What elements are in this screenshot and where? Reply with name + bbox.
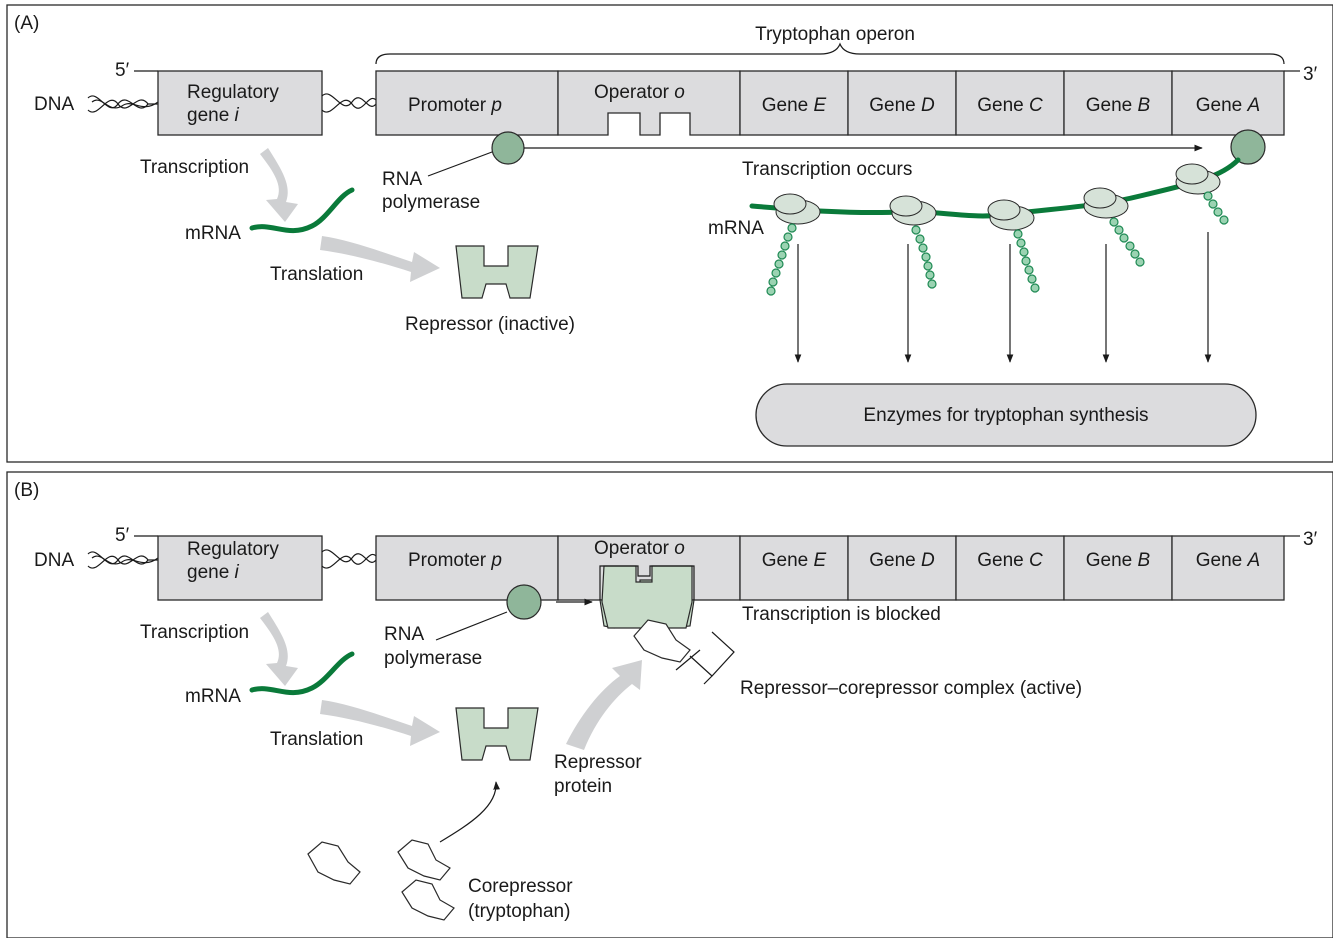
corepressor-label-2: (tryptophan) xyxy=(468,901,570,922)
ribosome-5 xyxy=(1175,163,1229,225)
gene-a-label: Gene A xyxy=(1196,95,1260,116)
complex-label: Repressor–corepressor complex (active) xyxy=(740,678,1082,699)
rna-polymerase-pointer xyxy=(427,151,493,177)
corepressor-2 xyxy=(397,839,451,881)
transcription-occurs-label: Transcription occurs xyxy=(742,159,912,180)
three-prime-label-b: 3′ xyxy=(1303,529,1318,550)
translation-label: Translation xyxy=(270,264,363,285)
transcription-arrow-b xyxy=(260,612,298,686)
rna-polymerase xyxy=(491,131,525,165)
promoter-label-b: Promoter p xyxy=(408,550,502,571)
gene-b-box xyxy=(1063,70,1173,136)
panel-a: (A) Tryptophan operon 5′ 3′ DNA Regulato… xyxy=(6,4,1333,463)
repressor-inactive-label: Repressor (inactive) xyxy=(405,314,575,335)
enzymes-label: Enzymes for tryptophan synthesis xyxy=(863,405,1148,426)
dna-label: DNA xyxy=(34,94,74,115)
regulatory-gene-box-b xyxy=(157,535,323,601)
ribosome-2 xyxy=(889,195,937,289)
gene-a-label-b: Gene A xyxy=(1196,550,1260,571)
panel-a-tag: (A) xyxy=(14,13,39,34)
corepressor-arrow xyxy=(439,781,500,843)
operator-label-b: Operator o xyxy=(594,538,685,559)
gene-d-label-b: Gene D xyxy=(869,550,935,571)
ribosome-4 xyxy=(1083,187,1145,267)
gene-c-box xyxy=(955,70,1065,136)
operon-brace xyxy=(375,42,1285,65)
promoter-box xyxy=(375,70,559,136)
transcription-arrow xyxy=(260,148,298,222)
rna-label-1-b: RNA xyxy=(384,624,424,645)
dna-helix-middle xyxy=(321,93,377,107)
corepressor-1 xyxy=(307,841,361,885)
regulatory-gene-label-1-b: Regulatory xyxy=(187,539,279,560)
regulatory-gene-label-2: gene i xyxy=(187,105,240,126)
translation-arrow-b xyxy=(320,700,440,746)
rna-label-2: polymerase xyxy=(382,192,480,213)
rna-polymerase-b xyxy=(506,584,542,620)
panel-b-tag: (B) xyxy=(14,480,39,501)
mrna-strand-b xyxy=(249,651,355,696)
mrna-label-b: mRNA xyxy=(185,686,241,707)
corepressor-label-1: Corepressor xyxy=(468,876,573,897)
rna-polymerase-end xyxy=(1230,129,1266,165)
ribosome-3 xyxy=(987,199,1040,293)
gene-d-box xyxy=(847,70,957,136)
five-prime-label-b: 5′ xyxy=(115,525,130,546)
operator-label: Operator o xyxy=(594,82,685,103)
enzymes-box xyxy=(755,383,1257,447)
five-prime-label: 5′ xyxy=(115,60,130,81)
regulatory-gene-label-1: Regulatory xyxy=(187,82,279,103)
panel-b: (B) 5′ 3′ DNA Regulatory gene i Promoter… xyxy=(6,471,1333,938)
transcription-label-b: Transcription xyxy=(140,622,249,643)
repressor-protein-label-1: Repressor xyxy=(554,752,642,773)
blocked-label: Transcription is blocked xyxy=(742,604,941,625)
gene-e-label-b: Gene E xyxy=(762,550,827,571)
gene-d-label: Gene D xyxy=(869,95,935,116)
rna-label-2-b: polymerase xyxy=(384,648,482,669)
gene-c-label: Gene C xyxy=(977,95,1043,116)
gene-b-label: Gene B xyxy=(1086,95,1151,116)
dna-label-b: DNA xyxy=(34,550,74,571)
promoter-label: Promoter p xyxy=(408,95,502,116)
transcription-label: Transcription xyxy=(140,157,249,178)
operon-label: Tryptophan operon xyxy=(755,24,915,45)
rna-polymerase-pointer-b xyxy=(435,611,508,641)
operator-box xyxy=(557,70,741,136)
gene-d-box-b xyxy=(847,535,957,601)
inactive-repressor xyxy=(455,245,539,299)
mrna-label: mRNA xyxy=(185,223,241,244)
operon-boxes: Promoter p Operator o Gene E Gene D Gene… xyxy=(375,70,1285,136)
panel-a-frame xyxy=(6,4,1333,463)
dna-helix-middle-b xyxy=(321,549,377,563)
regulatory-gene-label-2-b: gene i xyxy=(187,562,240,583)
corepressor-3 xyxy=(401,879,455,921)
panel-b-frame xyxy=(6,471,1333,938)
repressor-protein xyxy=(455,707,539,761)
rna-label-1: RNA xyxy=(382,169,422,190)
three-prime-label: 3′ xyxy=(1303,64,1318,85)
gene-a-box-b xyxy=(1171,535,1285,601)
gene-e-label: Gene E xyxy=(762,95,827,116)
ribosome-1 xyxy=(766,193,821,296)
mrna-strand xyxy=(249,187,355,234)
translation-arrow xyxy=(320,236,440,282)
complex-bracket xyxy=(689,631,735,685)
mrna-right-label: mRNA xyxy=(708,218,764,239)
binding-arrow xyxy=(566,660,642,750)
repressor-protein-label-2: protein xyxy=(554,776,612,797)
operon-boxes-b: Promoter p Operator o Gene E Gene D Gene… xyxy=(375,535,1285,601)
gene-e-box xyxy=(739,70,849,136)
gene-b-label-b: Gene B xyxy=(1086,550,1151,571)
translation-label-b: Translation xyxy=(270,729,363,750)
gene-a-box xyxy=(1171,70,1285,136)
bound-corepressor xyxy=(633,619,691,663)
gene-c-label-b: Gene C xyxy=(977,550,1043,571)
regulatory-gene-box xyxy=(157,70,323,136)
